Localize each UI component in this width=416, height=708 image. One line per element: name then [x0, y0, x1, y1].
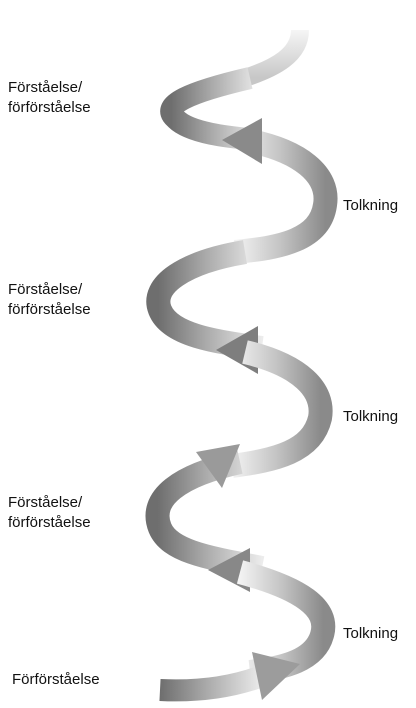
arrow-head-5 [252, 652, 300, 700]
label-forstaelse-3: Förståelse/ förförståelse [8, 493, 91, 533]
label-forstaelse-1-line1: Förståelse/ [8, 79, 83, 96]
arrow-head-3 [196, 444, 240, 488]
ribbon-top-tail [242, 29, 309, 87]
label-forstaelse-2-line2: förförståelse [8, 301, 91, 318]
label-forstaelse-3-line2: förförståelse [8, 514, 91, 531]
arrow-head-1 [222, 118, 262, 164]
label-forstaelse-2-line1: Förståelse/ [8, 281, 83, 298]
ribbon-bottom-entry [159, 665, 266, 702]
label-forforstaelse: Förförståelse [12, 671, 100, 688]
label-forstaelse-2: Förståelse/ förförståelse [8, 280, 91, 320]
ribbon-loop-right-3 [236, 560, 336, 684]
label-forstaelse-1-line2: förförståelse [8, 99, 91, 116]
ribbon-loop-right-2 [230, 340, 333, 478]
ribbon-loop-left-3 [145, 450, 265, 580]
label-tolkning-3: Tolkning [343, 625, 399, 642]
label-tolkning-1: Tolkning [343, 197, 399, 214]
ribbon-loop-left-2 [146, 240, 264, 360]
ribbon-loop-right-1 [233, 128, 338, 264]
label-forstaelse-1: Förståelse/ förförståelse [8, 78, 91, 118]
label-tolkning-2: Tolkning [343, 408, 399, 425]
label-forstaelse-3-line1: Förståelse/ [8, 494, 83, 511]
